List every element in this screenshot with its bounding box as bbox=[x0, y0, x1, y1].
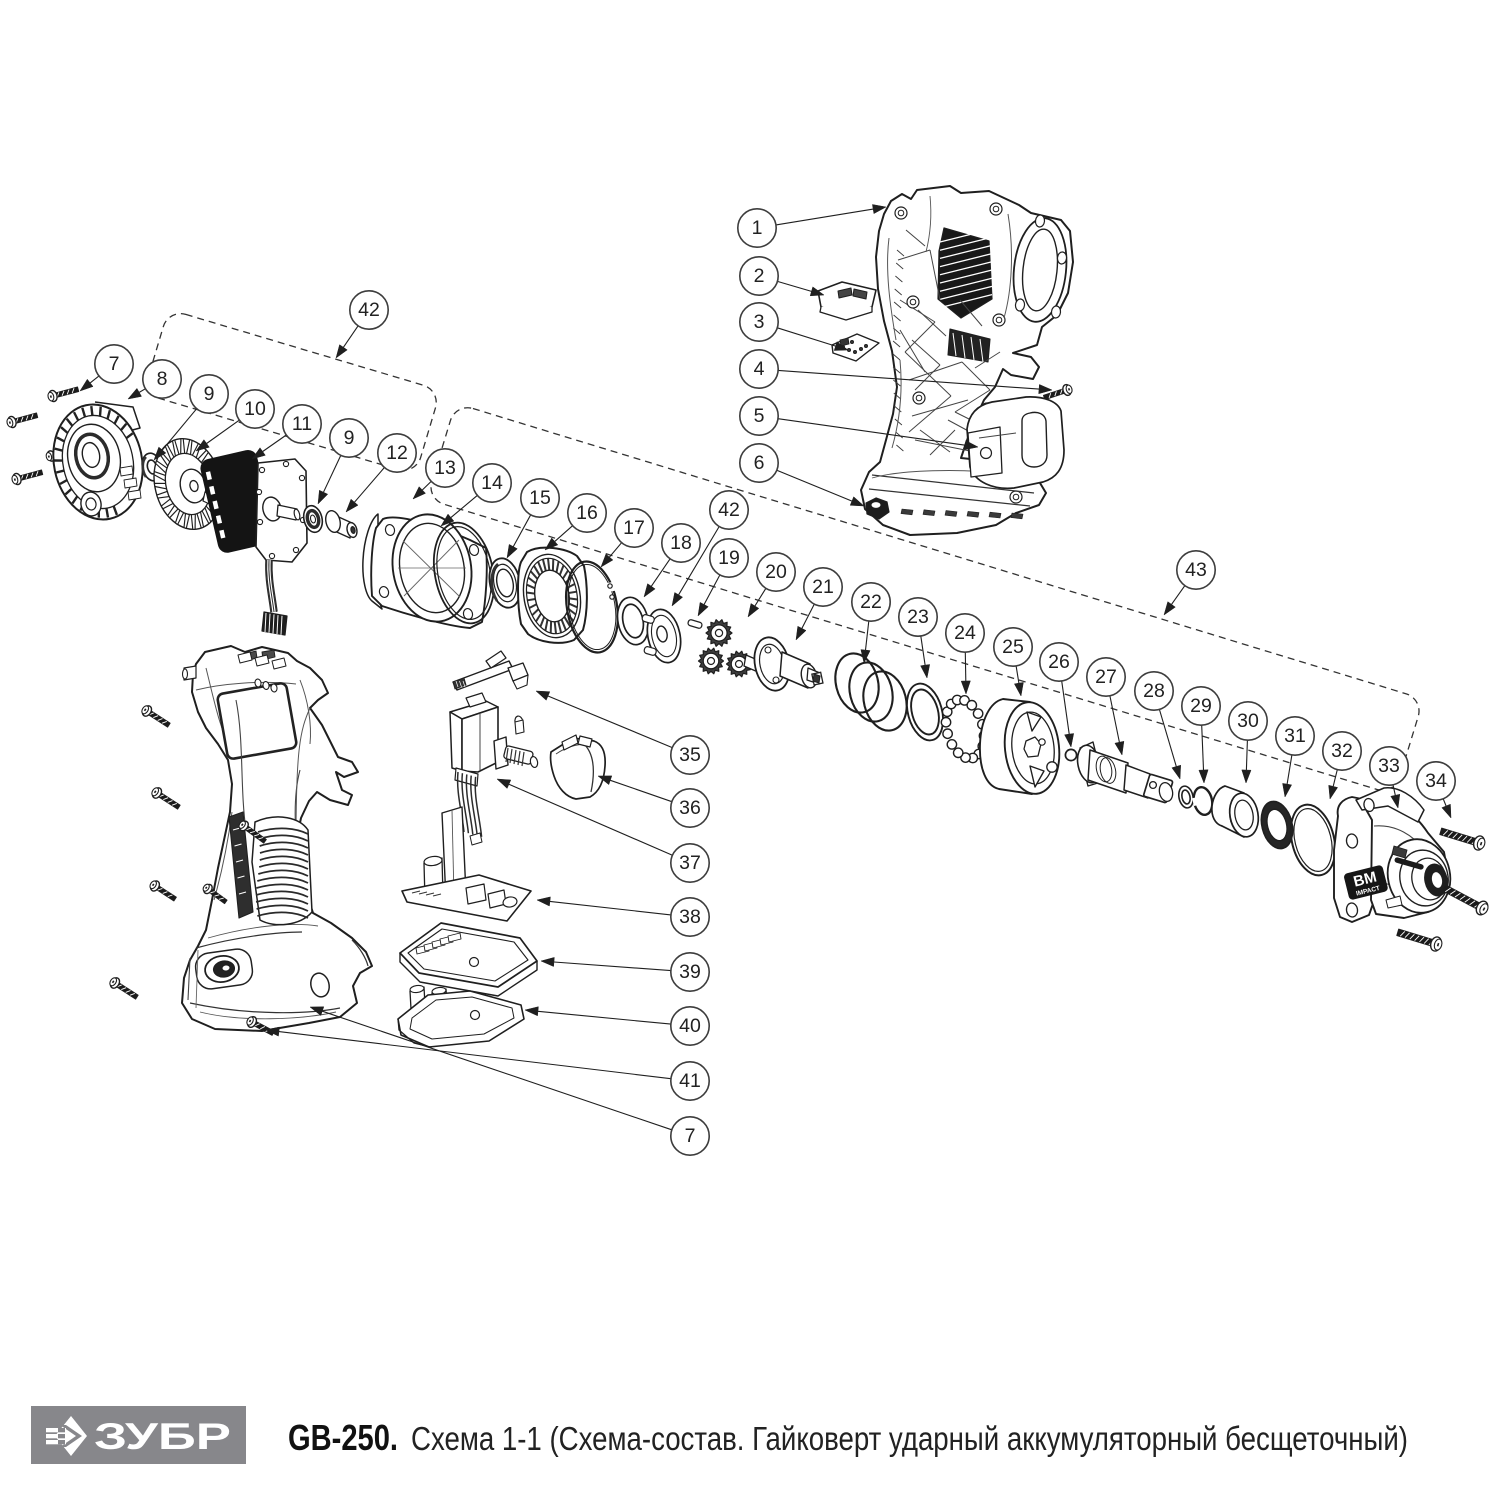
svg-text:BM: BM bbox=[1352, 869, 1379, 891]
svg-text:27: 27 bbox=[1095, 666, 1117, 688]
svg-text:15: 15 bbox=[529, 487, 551, 509]
svg-text:28: 28 bbox=[1143, 680, 1165, 702]
svg-text:30: 30 bbox=[1237, 710, 1259, 732]
svg-text:GB-250.: GB-250. bbox=[288, 1417, 398, 1458]
svg-text:22: 22 bbox=[860, 591, 882, 613]
svg-text:6: 6 bbox=[754, 452, 765, 474]
svg-text:40: 40 bbox=[679, 1015, 701, 1037]
svg-text:41: 41 bbox=[679, 1070, 701, 1092]
svg-text:9: 9 bbox=[344, 427, 355, 449]
svg-text:11: 11 bbox=[292, 413, 312, 435]
svg-text:37: 37 bbox=[679, 852, 701, 874]
svg-text:5: 5 bbox=[754, 405, 765, 427]
svg-text:42: 42 bbox=[718, 499, 740, 521]
svg-text:3: 3 bbox=[754, 311, 765, 333]
svg-text:31: 31 bbox=[1284, 725, 1306, 747]
svg-text:25: 25 bbox=[1002, 636, 1024, 658]
svg-text:12: 12 bbox=[386, 442, 408, 464]
svg-text:10: 10 bbox=[244, 398, 266, 420]
svg-text:36: 36 bbox=[679, 797, 701, 819]
svg-text:26: 26 bbox=[1048, 651, 1070, 673]
svg-text:34: 34 bbox=[1425, 770, 1447, 792]
svg-text:33: 33 bbox=[1378, 755, 1400, 777]
svg-text:23: 23 bbox=[907, 606, 929, 628]
svg-text:43: 43 bbox=[1185, 559, 1207, 581]
svg-text:7: 7 bbox=[685, 1125, 696, 1147]
svg-text:9: 9 bbox=[204, 383, 215, 405]
svg-text:21: 21 bbox=[812, 576, 834, 598]
svg-text:2: 2 bbox=[754, 265, 765, 287]
svg-text:35: 35 bbox=[679, 744, 701, 766]
svg-text:1: 1 bbox=[752, 217, 763, 239]
svg-text:19: 19 bbox=[718, 547, 740, 569]
svg-text:7: 7 bbox=[109, 353, 120, 375]
svg-text:8: 8 bbox=[157, 368, 168, 390]
svg-text:14: 14 bbox=[481, 472, 503, 494]
svg-text:42: 42 bbox=[358, 299, 380, 321]
svg-text:29: 29 bbox=[1190, 695, 1212, 717]
svg-text:Схема 1-1 (Схема-состав. Гайко: Схема 1-1 (Схема-состав. Гайковерт ударн… bbox=[411, 1420, 1408, 1457]
svg-text:32: 32 bbox=[1331, 740, 1353, 762]
svg-text:20: 20 bbox=[765, 561, 787, 583]
svg-text:24: 24 bbox=[954, 622, 976, 644]
svg-text:13: 13 bbox=[434, 457, 456, 479]
svg-text:ЗУБР: ЗУБР bbox=[94, 1416, 231, 1457]
svg-text:16: 16 bbox=[576, 502, 598, 524]
svg-text:39: 39 bbox=[679, 961, 701, 983]
svg-text:17: 17 bbox=[623, 517, 645, 539]
svg-text:4: 4 bbox=[754, 358, 765, 380]
svg-text:38: 38 bbox=[679, 906, 701, 928]
svg-text:18: 18 bbox=[670, 532, 692, 554]
